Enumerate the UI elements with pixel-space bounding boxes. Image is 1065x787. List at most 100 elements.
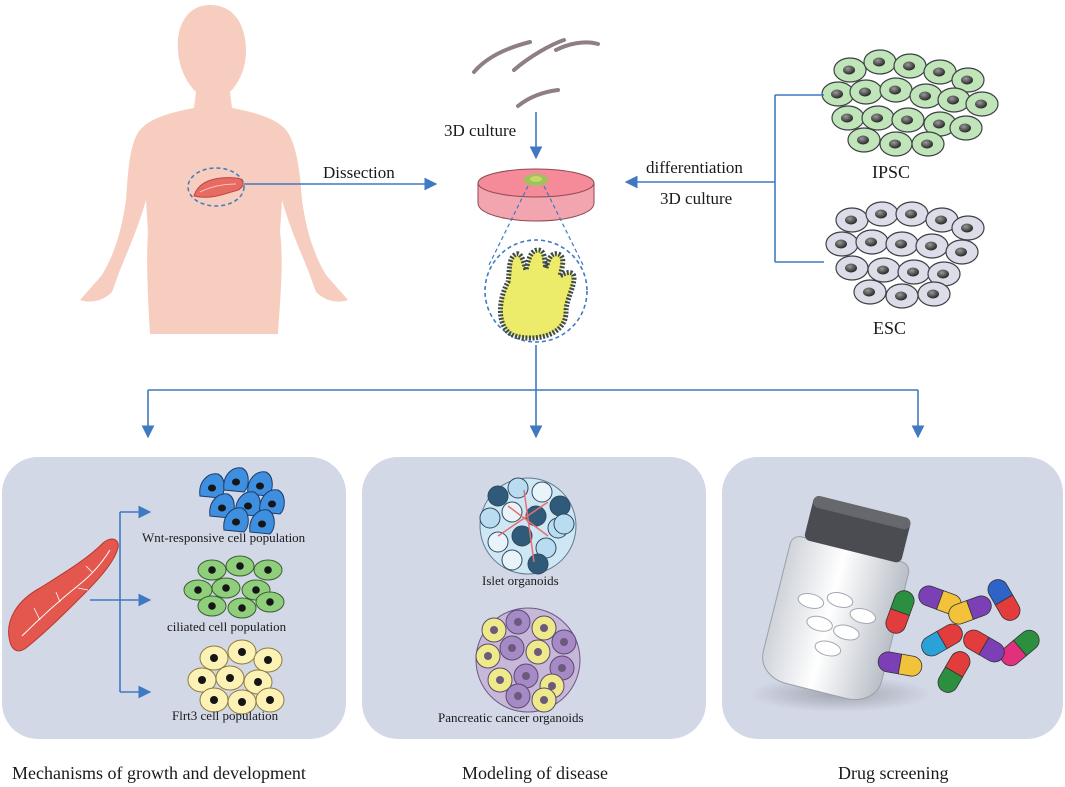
cell-nucleus	[258, 520, 266, 528]
capsule	[963, 629, 1005, 663]
cell-nucleus	[845, 263, 857, 273]
cell-nucleus	[490, 626, 498, 634]
pancreas-organ	[8, 538, 119, 652]
cell	[531, 481, 553, 503]
cell-nucleus	[927, 289, 939, 299]
cell-nucleus	[540, 624, 548, 632]
cell-nucleus	[925, 241, 937, 251]
cell-nucleus	[961, 75, 973, 85]
cell-nucleus	[933, 119, 945, 129]
zoom-line-right	[543, 185, 584, 266]
wnt-cell-cluster	[199, 467, 285, 535]
cell-nucleus	[845, 215, 857, 225]
cell-nucleus	[961, 223, 973, 233]
cell-nucleus	[264, 566, 272, 574]
capsule	[948, 595, 992, 625]
cell-nucleus	[198, 676, 206, 684]
cell-nucleus	[895, 239, 907, 249]
cell-nucleus	[889, 85, 901, 95]
cell-nucleus	[865, 237, 877, 247]
cell-nucleus	[218, 504, 226, 512]
cell-nucleus	[959, 123, 971, 133]
pill-jar	[762, 496, 911, 700]
cell-nucleus	[254, 678, 262, 686]
cell-nucleus	[895, 291, 907, 301]
cell-nucleus	[268, 500, 276, 508]
cell-nucleus	[955, 247, 967, 257]
cell-nucleus	[863, 287, 875, 297]
cell	[549, 495, 571, 517]
cell	[525, 505, 547, 527]
ciliated-cell-cluster	[183, 555, 285, 619]
cell	[507, 477, 529, 499]
cell-nucleus	[975, 99, 987, 109]
esc-cell-cluster	[825, 201, 985, 309]
cell-nucleus	[484, 652, 492, 660]
esc-label: ESC	[873, 318, 906, 338]
cell-nucleus	[238, 648, 246, 656]
growth-caption: Mechanisms of growth and development	[12, 763, 306, 783]
cell-nucleus	[933, 67, 945, 77]
cell-nucleus	[947, 95, 959, 105]
cell-nucleus	[905, 209, 917, 219]
culture-3d-right-label: 3D culture	[660, 189, 732, 208]
cell-nucleus	[232, 518, 240, 526]
disease-caption: Modeling of disease	[462, 763, 608, 783]
cell-nucleus	[208, 484, 216, 492]
cell-nucleus	[256, 482, 264, 490]
disease-panel	[362, 457, 706, 739]
cell-nucleus	[871, 113, 883, 123]
cell-nucleus	[903, 61, 915, 71]
cell-nucleus	[540, 696, 548, 704]
cell	[487, 485, 509, 507]
cell-nucleus	[238, 604, 246, 612]
human-body-illustration	[80, 5, 348, 334]
cell	[527, 553, 549, 575]
capsule	[937, 651, 971, 693]
dissection-label: Dissection	[323, 163, 395, 182]
cell-nucleus	[935, 215, 947, 225]
ciliated-population-label: ciliated cell population	[167, 619, 287, 634]
cell-nucleus	[238, 698, 246, 706]
cell-nucleus	[266, 598, 274, 606]
cell-nucleus	[937, 269, 949, 279]
cancer-organoids-label: Pancreatic cancer organoids	[438, 710, 584, 725]
organoid-zoom	[484, 239, 588, 343]
cell-nucleus	[548, 682, 556, 690]
cell	[511, 525, 533, 547]
capsule-pile	[877, 579, 1040, 693]
cell-nucleus	[208, 602, 216, 610]
cell-nucleus	[236, 562, 244, 570]
islet-organoid	[479, 477, 577, 575]
cell-nucleus	[252, 586, 260, 594]
cell-nucleus	[919, 91, 931, 101]
differentiation-label: differentiation	[646, 158, 743, 177]
cell-nucleus	[522, 672, 530, 680]
cell-nucleus	[835, 239, 847, 249]
flrt3-cell-cluster	[187, 639, 285, 715]
cell-nucleus	[508, 644, 516, 652]
cell-nucleus	[514, 618, 522, 626]
population-branch	[90, 512, 121, 692]
cell	[487, 531, 509, 553]
cell-nucleus	[841, 113, 853, 123]
cell-nucleus	[210, 696, 218, 704]
cell-nucleus	[875, 209, 887, 219]
ipsc-cell-cluster	[821, 49, 999, 157]
zoom-line-left	[488, 185, 529, 266]
cell	[501, 501, 523, 523]
capsule	[921, 623, 963, 657]
cell-nucleus	[226, 674, 234, 682]
cell-nucleus	[264, 656, 272, 664]
cell-nucleus	[873, 57, 885, 67]
cell-nucleus	[222, 584, 230, 592]
petri-dish	[477, 168, 595, 222]
culture-3d-top-label: 3D culture	[444, 121, 516, 140]
cell-nucleus	[534, 648, 542, 656]
pancreas-in-body	[187, 167, 245, 207]
cell-nucleus	[889, 139, 901, 149]
cell	[553, 513, 575, 535]
capsule	[877, 651, 923, 677]
